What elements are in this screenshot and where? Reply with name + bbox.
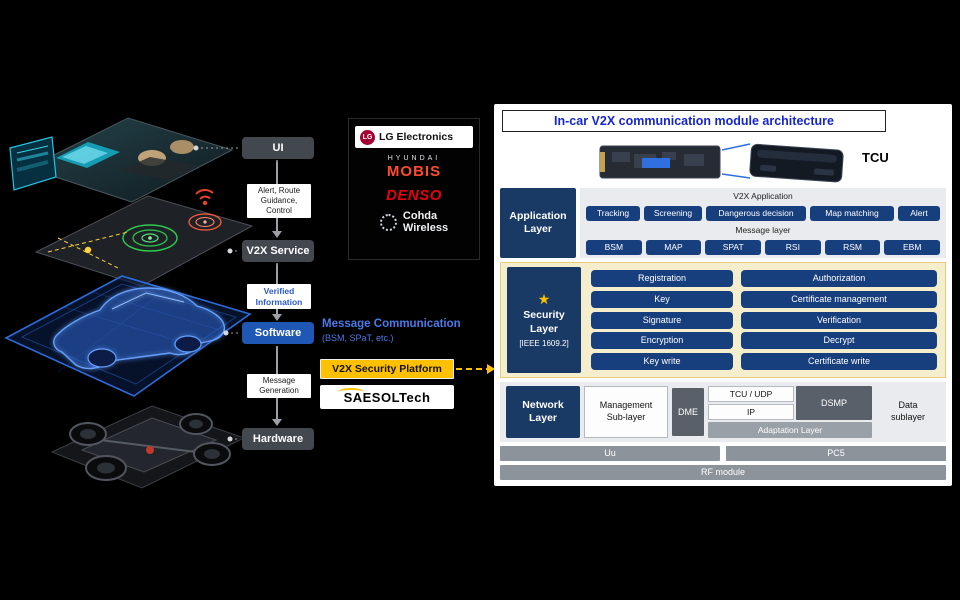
- ip-box: IP: [708, 404, 794, 420]
- dsmp-box: DSMP: [796, 386, 872, 420]
- message-button-spat: SPAT: [705, 239, 762, 255]
- connector-dots: [193, 145, 233, 442]
- security-button-signature: Signature: [591, 311, 733, 329]
- partner-logos-panel: LG LG Electronics HYUNDAI MOBIS DENSO Co…: [348, 118, 480, 260]
- cohda-label: Cohda Wireless: [402, 210, 449, 234]
- lg-icon: LG: [360, 129, 375, 145]
- security-button-encryption: Encryption: [591, 332, 733, 350]
- pipeline-ui-box: UI: [242, 137, 314, 159]
- dme-box: DME: [672, 388, 704, 436]
- security-layer-row: ★ Security Layer [IEEE 1609.2] Registrat…: [500, 262, 946, 378]
- architecture-panel: In-car V2X communication module architec…: [494, 104, 952, 486]
- layer-connectors: [196, 147, 240, 440]
- module-photos: TCU: [500, 136, 946, 184]
- pipeline-software-box: Software: [242, 322, 314, 344]
- mobis-label: MOBIS: [386, 163, 442, 181]
- interface-bars-row: Uu PC5: [500, 446, 946, 461]
- security-button-key-write: Key write: [591, 353, 733, 370]
- security-button-verification: Verification: [741, 311, 937, 329]
- pipeline-hardware-box: Hardware: [242, 428, 314, 450]
- arrow-platform-to-security-layer: [456, 364, 495, 374]
- message-button-map: MAP: [645, 239, 702, 255]
- security-button-registration: Registration: [591, 270, 733, 287]
- lg-electronics-label: LG Electronics: [379, 131, 454, 143]
- security-button-key: Key: [591, 290, 733, 308]
- architecture-title: In-car V2X communication module architec…: [502, 110, 886, 132]
- hyundai-label: HYUNDAI: [387, 155, 441, 162]
- lg-electronics-logo: LG LG Electronics: [355, 126, 473, 148]
- alert-route-note: Alert, Route Guidance, Control: [247, 184, 311, 218]
- v2x-security-platform-box: V2X Security Platform: [320, 359, 454, 379]
- denso-logo: DENSO: [386, 187, 442, 205]
- security-buttons-grid: Registration Authorization Key Certifica…: [591, 267, 937, 373]
- rf-module-bar: RF module: [500, 465, 946, 480]
- app-button-alert: Alert: [898, 205, 940, 221]
- management-sublayer-box: Management Sub-layer: [584, 386, 668, 438]
- message-communication-label: Message Communication: [322, 318, 461, 330]
- security-layer-label: Security Layer: [523, 309, 565, 335]
- security-button-decrypt: Decrypt: [741, 332, 937, 350]
- v2x-application-label: V2X Application: [733, 191, 793, 201]
- application-layer-label: Application Layer: [500, 188, 576, 258]
- data-sublayer-label: Data sublayer: [890, 400, 926, 422]
- network-layer-label: Network Layer: [506, 386, 580, 438]
- application-layer-row: Application Layer V2X Application Tracki…: [500, 188, 946, 258]
- star-icon: ★: [537, 291, 551, 308]
- vehicle-stack-illustration: [4, 117, 254, 489]
- cohda-globe-icon: [379, 214, 397, 232]
- message-button-ebm: EBM: [884, 239, 941, 255]
- app-button-dangerous-decision: Dangerous decision: [706, 205, 806, 221]
- message-generation-note: Message Generation: [247, 374, 311, 398]
- security-button-certificate-management: Certificate management: [741, 290, 937, 308]
- uu-bar: Uu: [500, 446, 720, 461]
- cohda-wireless-logo: Cohda Wireless: [379, 210, 449, 234]
- message-communication-sub-label: (BSM, SPaT, etc.): [322, 333, 394, 343]
- pipeline-v2x-service-box: V2X Service: [242, 240, 314, 262]
- hyundai-mobis-logo: HYUNDAI MOBIS: [387, 155, 441, 180]
- ui-layer-visual: [9, 117, 234, 203]
- app-button-tracking: Tracking: [586, 205, 640, 221]
- message-button-bsm: BSM: [586, 239, 642, 255]
- module-photos-art: [599, 143, 844, 183]
- pc5-bar: PC5: [726, 446, 946, 461]
- application-layer-body: V2X Application Tracking Screening Dange…: [580, 188, 946, 258]
- network-layer-row: Network Layer Management Sub-layer DME T…: [500, 382, 946, 442]
- software-layer-visual: [4, 275, 252, 397]
- security-layer-label-box: ★ Security Layer [IEEE 1609.2]: [507, 267, 581, 373]
- security-button-certificate-write: Certificate write: [741, 353, 937, 370]
- wireframe-car: [53, 287, 226, 370]
- app-button-screening: Screening: [644, 205, 702, 221]
- v2x-service-layer-visual: [34, 188, 254, 287]
- verified-information-note: Verified Information: [247, 284, 311, 310]
- ieee-standard-label: [IEEE 1609.2]: [519, 338, 569, 348]
- hardware-layer-visual: [50, 405, 246, 489]
- network-protocol-stack: TCU / UDP DSMP IP Adaptation Layer: [708, 386, 872, 438]
- message-button-rsi: RSI: [765, 239, 821, 255]
- security-button-authorization: Authorization: [741, 270, 937, 287]
- app-button-map-matching: Map matching: [810, 205, 894, 221]
- message-button-rsm: RSM: [824, 239, 881, 255]
- tcu-label: TCU: [862, 150, 889, 165]
- saesoltech-logo: SAESOLTech: [320, 385, 454, 409]
- tcu-udp-box: TCU / UDP: [708, 386, 794, 402]
- message-layer-label: Message layer: [735, 225, 791, 236]
- adaptation-layer-box: Adaptation Layer: [708, 422, 872, 438]
